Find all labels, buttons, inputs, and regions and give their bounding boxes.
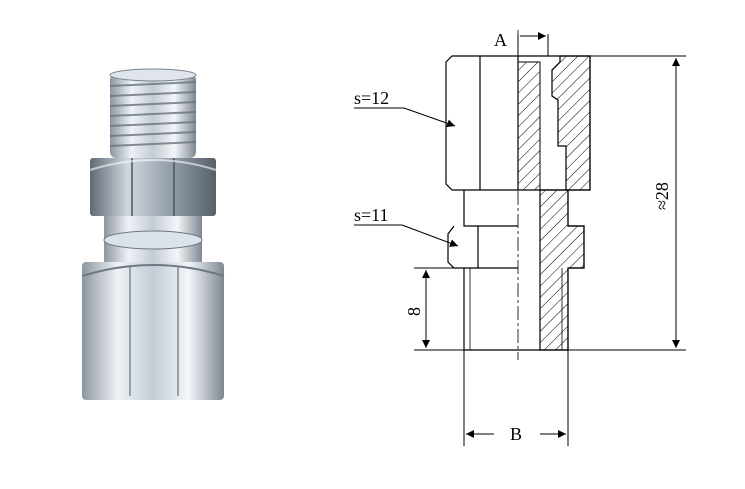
label-s-lower: s=11 bbox=[354, 205, 389, 225]
thread-lines bbox=[469, 268, 563, 350]
photo-neck bbox=[103, 216, 203, 262]
label-height: ≈28 bbox=[652, 182, 672, 210]
photo-thread-top bbox=[109, 68, 197, 158]
fitting-photo bbox=[81, 68, 225, 400]
dimension-B bbox=[463, 350, 569, 446]
label-A: A bbox=[494, 30, 507, 50]
dimension-A bbox=[517, 32, 549, 56]
technical-drawing: A ≈28 8 B s=12 bbox=[354, 30, 686, 446]
label-thread-length: 8 bbox=[404, 307, 424, 316]
dimension-thread bbox=[414, 267, 464, 351]
leader-s-upper bbox=[354, 107, 456, 128]
photo-hex-body bbox=[81, 262, 225, 400]
photo-hex-small bbox=[89, 158, 217, 216]
leader-s-lower bbox=[354, 224, 459, 247]
label-s-upper: s=12 bbox=[354, 88, 389, 108]
section-hatching bbox=[517, 55, 591, 351]
label-B: B bbox=[510, 424, 522, 444]
dimension-height bbox=[568, 55, 686, 351]
